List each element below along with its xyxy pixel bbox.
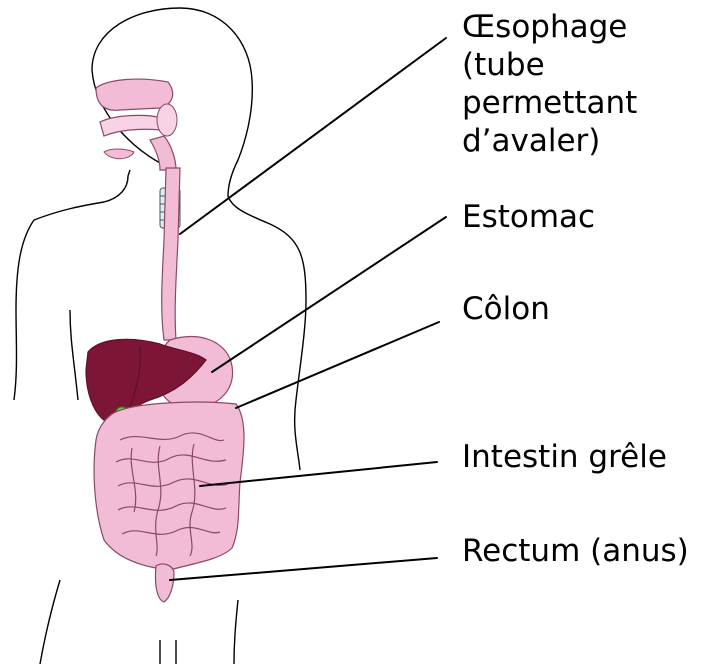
label-rectum: Rectum (anus) (462, 532, 689, 570)
rectum-organ (155, 564, 174, 602)
leader-rectum (170, 558, 437, 580)
label-esophagus: Œsophage (tube permettant d’avaler) (462, 8, 637, 160)
label-stomach: Estomac (462, 198, 595, 236)
leader-esophagus (180, 38, 446, 234)
label-colon: Côlon (462, 290, 550, 328)
leader-stomach (212, 217, 446, 372)
label-small-intestine: Intestin grêle (462, 438, 667, 476)
colon-organ (94, 402, 244, 570)
